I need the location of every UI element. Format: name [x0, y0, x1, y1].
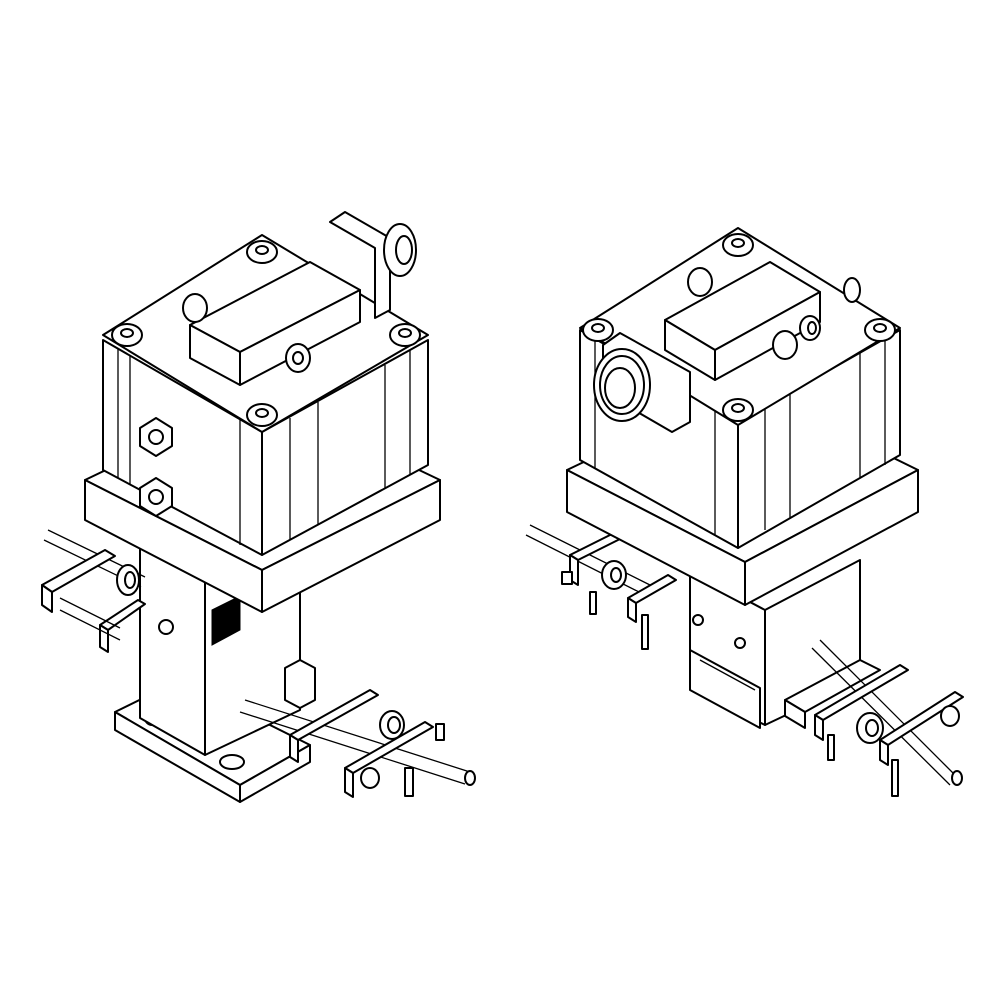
valve-block — [182, 211, 417, 386]
label-plate — [211, 595, 241, 646]
bolt-icon — [111, 323, 143, 347]
right-guide-arm — [239, 689, 476, 798]
bolt-icon — [722, 233, 754, 257]
left-guide-arm — [41, 529, 146, 653]
valve-block — [593, 261, 861, 433]
bolt-icon — [246, 403, 278, 427]
fitting-icon — [158, 619, 174, 635]
left-assembly — [41, 211, 476, 803]
left-guide-arm — [525, 524, 677, 650]
bolt-icon — [246, 240, 278, 264]
right-guide-arm — [784, 639, 964, 797]
right-assembly — [525, 227, 964, 797]
bolt-icon — [582, 318, 614, 342]
bolt-icon — [389, 323, 421, 347]
bolt-icon — [864, 318, 896, 342]
bolt-icon — [722, 398, 754, 422]
cylinder-body — [102, 339, 429, 556]
